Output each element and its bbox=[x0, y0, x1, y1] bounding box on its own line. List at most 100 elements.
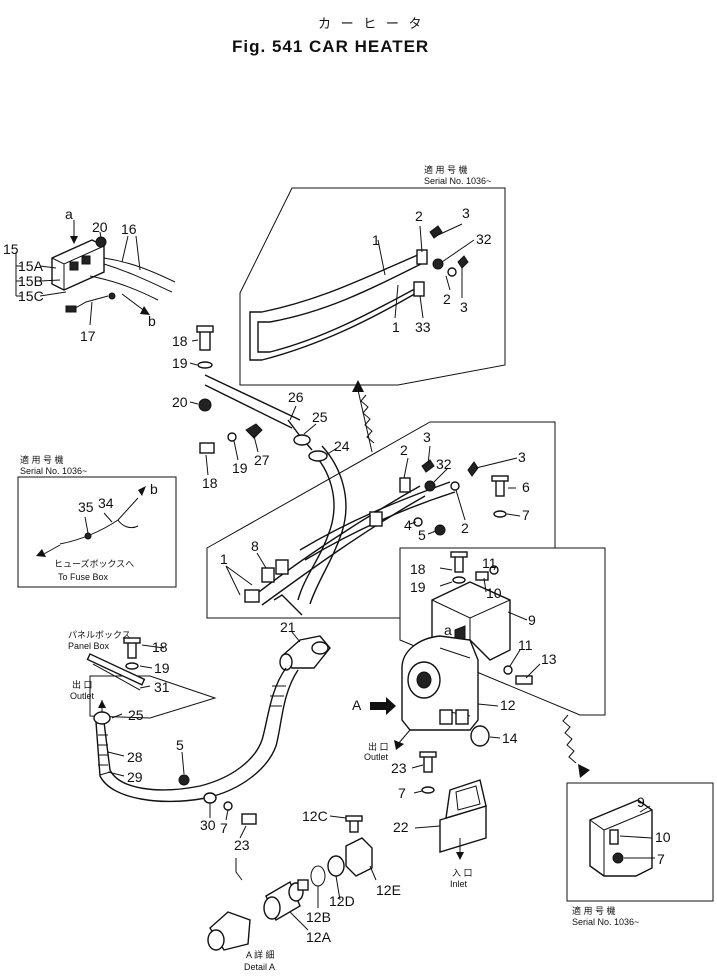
wire-17 bbox=[71, 295, 109, 311]
washer-19c bbox=[452, 576, 466, 584]
callout-31: 31 bbox=[154, 679, 170, 695]
callout-4: 4 bbox=[404, 517, 412, 533]
callout-2d: 2 bbox=[461, 520, 469, 536]
clamp-8a bbox=[261, 567, 275, 583]
serial-note-jp-3: 適 用 号 機 bbox=[572, 905, 616, 916]
clamp-25 bbox=[293, 434, 311, 446]
detail-a-label: Detail A bbox=[244, 962, 275, 972]
gasket-12d bbox=[327, 855, 345, 877]
panel-bracket-detail: 9 10 7 適 用 号 機 Serial No. 1036~ bbox=[566, 782, 714, 927]
callout-20: 20 bbox=[92, 219, 108, 235]
nut-32 bbox=[432, 258, 444, 270]
ref-a-label: a bbox=[65, 206, 73, 222]
callout-10b: 10 bbox=[655, 829, 671, 845]
bracket-27 bbox=[245, 423, 263, 439]
washer-19b bbox=[227, 432, 237, 442]
callout-11b: 11 bbox=[518, 637, 533, 653]
serial-note-jp-2: 適 用 号 機 bbox=[20, 454, 64, 465]
nut-7 bbox=[612, 852, 624, 864]
bracket-9b bbox=[589, 799, 653, 877]
nut-20 bbox=[95, 236, 107, 248]
callout-25b: 25 bbox=[128, 707, 144, 723]
switch-assembly-15: a 20 16 15 15A 15B 15C b 17 bbox=[3, 206, 176, 344]
inlet-label: Inlet bbox=[450, 879, 468, 889]
callout-1b: 1 bbox=[392, 319, 400, 335]
panel-heater-unit: 18 19 10 11 9 11 13 12 14 a A bbox=[352, 547, 606, 747]
callout-7d: 7 bbox=[657, 851, 665, 867]
washer-7 bbox=[493, 510, 507, 518]
hose-1-lower bbox=[261, 291, 419, 361]
callout-12c: 12C bbox=[302, 808, 328, 824]
callout-7b: 7 bbox=[398, 785, 406, 801]
callout-3b: 3 bbox=[460, 299, 468, 315]
outlet-label: Outlet bbox=[70, 691, 95, 701]
clamp-2-mid bbox=[399, 477, 411, 493]
to-fuse-box-jp: ヒューズボックスへ bbox=[54, 558, 134, 569]
ring-12b bbox=[310, 865, 326, 887]
washer-11b bbox=[503, 665, 513, 675]
callout-5: 5 bbox=[418, 527, 426, 543]
clamp-2-lower bbox=[413, 281, 425, 297]
callout-3: 3 bbox=[462, 205, 470, 221]
callout-29: 29 bbox=[127, 769, 143, 785]
nut-20b bbox=[198, 398, 212, 412]
bolt-10b bbox=[609, 829, 619, 845]
callout-12d: 12D bbox=[329, 893, 355, 909]
callout-21: 21 bbox=[280, 619, 296, 635]
clip-3-lower bbox=[457, 255, 469, 269]
callout-18b: 18 bbox=[202, 475, 218, 491]
nut-5b bbox=[178, 774, 190, 786]
bolt-18b bbox=[199, 442, 215, 454]
nut-32b bbox=[424, 480, 436, 492]
page-title: Fig. 541 CAR HEATER bbox=[232, 37, 429, 56]
callout-30: 30 bbox=[200, 817, 216, 833]
callout-24: 24 bbox=[334, 438, 350, 454]
outlet-jp-2: 出 口 bbox=[368, 741, 389, 752]
clip-3-mid bbox=[421, 459, 435, 473]
bolt-23 bbox=[423, 755, 433, 773]
callout-9: 9 bbox=[528, 612, 536, 628]
panel-box-jp: パネルボックス bbox=[68, 630, 131, 640]
callout-1: 1 bbox=[372, 232, 380, 248]
subtitle-jp: カ ー ヒ ー タ bbox=[318, 16, 424, 31]
inlet-duct: 23 7 22 入 口 Inlet bbox=[391, 751, 487, 889]
washer-19 bbox=[197, 361, 213, 369]
hose-1-upper bbox=[261, 253, 421, 313]
clip-3-upper bbox=[429, 225, 443, 239]
callout-12e: 12E bbox=[376, 882, 401, 898]
callout-19: 19 bbox=[172, 355, 188, 371]
detail-a-jp: A 詳 細 bbox=[246, 949, 275, 960]
callout-19c: 19 bbox=[410, 579, 426, 595]
panel-top-hose-routing: 適 用 号 機 Serial No. 1036~ 1 2 3 32 2 3 1 … bbox=[239, 164, 506, 386]
outlet-label-2: Outlet bbox=[364, 752, 389, 762]
ref-a-label-2: a bbox=[444, 622, 452, 638]
panel-heater-hoses: 1 8 2 3 32 3 6 7 2 4 5 bbox=[206, 421, 556, 619]
callout-9b: 9 bbox=[637, 794, 645, 810]
panel-fuse-wiring: 適 用 号 機 Serial No. 1036~ 35 34 b ヒューズボック… bbox=[17, 454, 177, 588]
callout-23: 23 bbox=[391, 760, 407, 776]
callout-28: 28 bbox=[127, 749, 143, 765]
callout-26: 26 bbox=[288, 389, 304, 405]
callout-12: 12 bbox=[500, 697, 516, 713]
callout-5b: 5 bbox=[176, 737, 184, 753]
clamp-2-upper bbox=[416, 249, 428, 265]
view-a-arrow bbox=[370, 697, 396, 715]
detail-a: 12C 12D 12B 12E 12A A 詳 細 Detail A bbox=[207, 808, 401, 972]
washer-7b bbox=[421, 786, 435, 794]
callout-27: 27 bbox=[254, 452, 270, 468]
hose-24 bbox=[297, 451, 335, 601]
ref-b-label: b bbox=[148, 313, 156, 329]
heater-outlet: 出 口 Outlet bbox=[364, 729, 411, 762]
duct-assembly-upper: 18 19 20 26 25 24 19 27 18 bbox=[172, 325, 350, 605]
view-a-label: A bbox=[352, 697, 362, 713]
callout-6: 6 bbox=[522, 479, 530, 495]
callout-7: 7 bbox=[522, 507, 530, 523]
screw-12c bbox=[349, 819, 359, 833]
callout-1c: 1 bbox=[220, 551, 228, 567]
callout-32b: 32 bbox=[436, 456, 452, 472]
callout-18: 18 bbox=[172, 333, 188, 349]
inlet-jp: 入 口 bbox=[452, 868, 473, 878]
callout-11: 11 bbox=[482, 555, 497, 571]
